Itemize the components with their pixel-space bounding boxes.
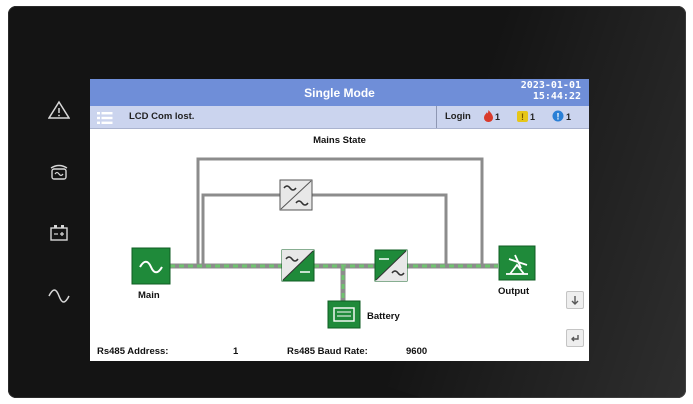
battery-module-icon xyxy=(327,300,361,329)
status-message: LCD Com lost. xyxy=(129,111,195,122)
fire-alarm-counter[interactable]: 1 xyxy=(484,110,501,123)
date-text: 2023-01-01 xyxy=(520,80,581,91)
inverter-icon xyxy=(374,249,408,282)
bypass-icon xyxy=(50,164,68,180)
back-button[interactable] xyxy=(566,329,584,347)
mains-state-label: Mains State xyxy=(313,135,366,146)
static-switch-icon xyxy=(279,179,313,211)
warning-alarm-icon: ! xyxy=(517,110,528,122)
svg-text:!: ! xyxy=(521,112,524,122)
fire-alarm-count: 1 xyxy=(495,112,501,122)
main-source-icon xyxy=(131,247,171,285)
bypass-line-right xyxy=(312,193,448,265)
power-flow-diagram xyxy=(131,157,536,329)
battery-icon xyxy=(50,225,68,241)
scroll-down-button[interactable] xyxy=(566,291,584,309)
battery-button[interactable] xyxy=(44,218,74,248)
rs485-address-value: 1 xyxy=(233,346,239,357)
info-alarm-counter[interactable]: ! 1 xyxy=(552,110,572,123)
sine-wave-icon xyxy=(48,289,70,303)
mode-title: Single Mode xyxy=(304,86,375,100)
menu-button[interactable] xyxy=(97,111,113,124)
time-text: 15:44:22 xyxy=(532,91,581,102)
status-bar: LCD Com lost. Login 1 ! 1 ! 1 xyxy=(90,106,589,129)
output-load-icon xyxy=(498,245,536,281)
bypass-outer-line xyxy=(196,157,484,265)
ac-button[interactable] xyxy=(44,281,74,311)
fire-alarm-icon xyxy=(484,110,493,122)
output-label: Output xyxy=(498,286,530,297)
svg-text:!: ! xyxy=(557,112,560,122)
info-alarm-icon: ! xyxy=(552,110,564,122)
rs485-baud-value: 9600 xyxy=(406,346,428,357)
arrow-down-icon xyxy=(571,296,579,305)
info-alarm-count: 1 xyxy=(566,112,572,122)
warning-alarm-count: 1 xyxy=(530,112,536,122)
datetime: 2023-01-01 15:44:22 xyxy=(521,80,581,102)
bypass-button[interactable] xyxy=(44,157,74,187)
alarm-button[interactable] xyxy=(44,95,74,125)
warning-alarm-counter[interactable]: ! 1 xyxy=(517,110,536,123)
lcd-screen: Single Mode 2023-01-01 15:44:22 LCD Com … xyxy=(90,79,589,361)
warning-triangle-icon xyxy=(48,100,70,119)
title-bar: Single Mode 2023-01-01 15:44:22 xyxy=(90,79,589,106)
bypass-line-left xyxy=(201,193,280,265)
battery-label: Battery xyxy=(367,311,400,322)
rs485-address-label: Rs485 Address: xyxy=(97,346,169,357)
return-arrow-icon xyxy=(571,335,579,342)
main-label: Main xyxy=(138,290,160,301)
menu-list-icon xyxy=(97,112,113,124)
rs485-baud-label: Rs485 Baud Rate: xyxy=(287,346,368,357)
rectifier-icon xyxy=(281,249,315,282)
login-button[interactable]: Login xyxy=(436,106,471,128)
